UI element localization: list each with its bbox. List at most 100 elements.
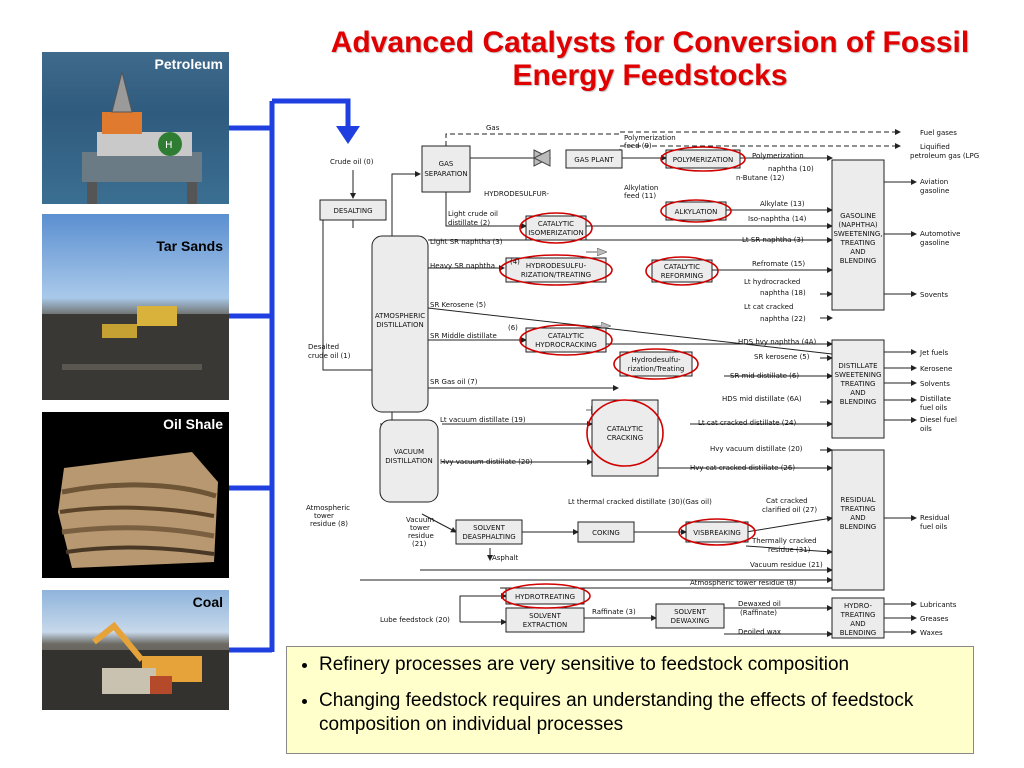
unit-label-dewax-1: SOLVENT [674, 608, 707, 616]
unit-label-vac-2: DISTILLATION [385, 457, 433, 465]
feedstock-label-coal: Coal [192, 594, 223, 610]
unit-label-fcc-2: CRACKING [607, 434, 643, 442]
stream-lt-cat-dist: Lt cat cracked distillate (24) [698, 419, 796, 427]
stream-vac-residue-3: residue [408, 532, 434, 540]
stream-hds-hvy: HDS hvy naphtha (4A) [738, 338, 817, 346]
stream-vac-residue-4: (21) [412, 540, 427, 548]
unit-label-distillate-2: SWEETENING [835, 371, 882, 379]
feedstock-label-oil-shale: Oil Shale [163, 416, 223, 432]
unit-label-gasoline-3: SWEETENING, [833, 230, 882, 238]
feedstock-label-tar-sands: Tar Sands [156, 238, 223, 254]
stream-alkylate: Alkylate (13) [760, 200, 805, 208]
unit-label-vac-1: VACUUM [394, 448, 424, 456]
stream-poly-feed-1: Polymerization [624, 134, 676, 142]
stream-lt-hydrocracked-2: naphtha (18) [760, 289, 806, 297]
vacuum-distillation-column [379, 419, 439, 503]
solvent-deasphalting-unit [455, 519, 523, 545]
stream-sr-gas-oil: SR Gas oil (7) [430, 378, 478, 386]
product-solvents-1: Sovents [920, 291, 948, 299]
stream-poly-naphtha-1: Polymerization [752, 152, 804, 160]
coking-unit [577, 521, 635, 543]
unit-label-polymerization: POLYMERIZATION [673, 156, 734, 164]
stream-iso-naphtha: Iso-naphtha (14) [748, 215, 807, 223]
solvent-dewaxing-unit [655, 603, 725, 629]
unit-label-reform-2: REFORMING [661, 272, 703, 280]
stream-raffinate: Raffinate (3) [592, 608, 636, 616]
stream-reformate: Refromate (15) [752, 260, 805, 268]
stream-gas: Gas [486, 124, 500, 132]
catalytic-reforming-unit [651, 259, 713, 283]
hydrodesulfurization-treating-unit [505, 257, 607, 283]
unit-label-hds2-1: Hydrodesulfu- [631, 356, 681, 364]
unit-label-hydrotreating: HYDROTREATING [515, 593, 575, 601]
product-solvents-2: Solvents [920, 380, 950, 388]
product-diesel-fuel-2: oils [920, 425, 932, 433]
unit-label-hcr-1: CATALYTIC [548, 332, 584, 340]
highlight-hydrocracking [519, 324, 613, 356]
unit-label-coking: COKING [592, 529, 620, 537]
feedstock-label-petroleum: Petroleum [154, 56, 223, 72]
tar-sands-photo: Tar Sands [42, 214, 229, 400]
unit-label-gasoline-5: AND [850, 248, 865, 256]
product-lpg-2: petroleum gas (LPG) [910, 152, 980, 160]
stream-hvy-vac: Hvy vacuum distillate (20) [440, 458, 533, 466]
catalytic-cracking-unit [591, 399, 659, 477]
alkylation-unit [665, 201, 727, 221]
oil-shale-rock-photo-icon [58, 452, 218, 568]
unit-label-hcr-2: HYDROCRACKING [535, 341, 597, 349]
stream-lt-vac: Lt vacuum distillate (19) [440, 416, 526, 424]
stream-cat-clarified-2: clarified oil (27) [762, 506, 817, 514]
petroleum-photo: H Petroleum [42, 52, 229, 204]
unit-label-extr-1: SOLVENT [529, 612, 562, 620]
unit-label-distillate-3: TREATING [840, 380, 876, 388]
stream-lt-thermal: Lt thermal cracked distillate (30)(Gas o… [568, 498, 712, 506]
product-lpg-1: Liquified [920, 143, 950, 151]
stream-hds-label: HYDRODESULFUR- [484, 190, 549, 198]
coal-photo: Coal [42, 590, 229, 710]
svg-text:H: H [165, 140, 173, 151]
stream-thermally-cracked-2: residue (31) [768, 546, 811, 554]
unit-label-hds-1: HYDRODESULFU- [526, 262, 587, 270]
polymerization-unit [665, 149, 741, 169]
unit-label-reform-1: CATALYTIC [664, 263, 700, 271]
stream-asphalt: Asphalt [492, 554, 519, 562]
unit-label-hydro-3: AND [850, 620, 865, 628]
oil-shale-photo: Oil Shale [42, 412, 229, 578]
highlight-alkylation [660, 199, 732, 223]
gas-plant-unit [565, 149, 623, 169]
highlight-isomerization [519, 212, 593, 244]
highlight-catalytic-cracking [586, 399, 664, 467]
product-jet-fuels: Jet fuels [919, 349, 948, 357]
stream-atm-residue-1: Atmospheric [306, 504, 350, 512]
coal-mining-excavator-photo-icon [42, 621, 229, 710]
product-distillate-fuel-1: Distillate [920, 395, 951, 403]
notes-box: Refinery processes are very sensitive to… [286, 646, 974, 754]
catalytic-hydrocracking-unit [525, 327, 607, 353]
product-distillate-fuel-2: fuel oils [920, 404, 948, 412]
unit-label-fcc-1: CATALYTIC [607, 425, 643, 433]
slide-title-line1: Advanced Catalysts for Conversion of Fos… [330, 26, 970, 59]
offshore-oil-rig-photo-icon: H [82, 71, 202, 204]
stream-vac-residue-2: tower [410, 524, 430, 532]
stream-sr-mid-6: SR mid distillate (6) [730, 372, 799, 380]
stream-alky-feed-2: feed (11) [624, 192, 656, 200]
visbreaking-unit [685, 521, 749, 543]
stream-thermally-cracked-1: Thermally cracked [751, 537, 817, 545]
product-waxes: Waxes [920, 629, 943, 637]
feed-arrow-icon [336, 126, 360, 144]
highlight-hydrodesulfurization [499, 254, 613, 286]
unit-label-sda-1: SOLVENT [473, 524, 506, 532]
catalytic-isomerization-unit [525, 215, 587, 241]
stream-vac-residue-1: Vacuum [406, 516, 434, 524]
highlight-visbreaking [678, 518, 756, 546]
product-residual-fuel-2: fuel oils [920, 523, 948, 531]
stream-desalted-2: crude oil (1) [308, 352, 351, 360]
product-diesel-fuel-1: Diesel fuel [920, 416, 957, 424]
gas-valve-icon [532, 149, 552, 167]
product-kerosene: Kerosene [920, 365, 952, 373]
unit-label-residual-2: TREATING [840, 505, 876, 513]
stream-atm-residue-3: residue (8) [310, 520, 348, 528]
stream-light-crude-2: distillate (2) [448, 219, 490, 227]
unit-label-gas-plant: GAS PLANT [574, 156, 614, 164]
